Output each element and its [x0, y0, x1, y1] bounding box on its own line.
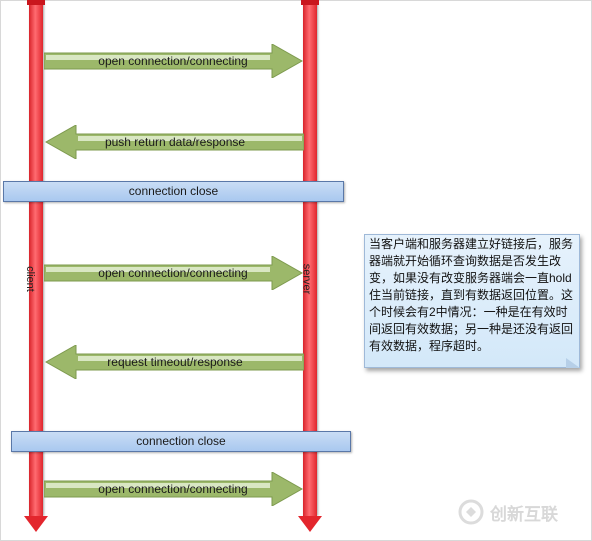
client-label: client	[23, 266, 36, 292]
message-label: push return data/response	[104, 135, 246, 149]
left-arrow-icon	[44, 125, 304, 159]
watermark: 创新互联	[458, 497, 558, 527]
watermark-logo-icon	[458, 499, 484, 525]
connection-close-band-1: connection close	[3, 181, 344, 202]
watermark-text: 创新互联	[490, 504, 558, 524]
message-label: open connection/connecting	[98, 54, 248, 68]
message-label: open connection/connecting	[98, 482, 248, 496]
client-lifeline	[24, 0, 48, 532]
message-label: request timeout/response	[107, 355, 243, 369]
left-arrow-icon	[44, 345, 304, 379]
client-lifeline-arrowhead	[24, 516, 48, 532]
right-arrow-icon	[44, 472, 304, 506]
server-lifeline	[298, 0, 322, 532]
message-arrow-open-connection-2: open connection/connecting	[44, 256, 306, 290]
explanation-note: 当客户端和服务器建立好链接后，服务器端就开始循环查询数据是否发生改变，如果没有改…	[364, 234, 580, 368]
right-arrow-icon	[44, 256, 304, 290]
server-lifeline-arrowhead	[298, 516, 322, 532]
message-arrow-open-connection-1: open connection/connecting	[44, 44, 306, 78]
note-fold-corner	[566, 358, 580, 368]
note-text: 当客户端和服务器建立好链接后，服务器端就开始循环查询数据是否发生改变，如果没有改…	[369, 237, 574, 353]
message-arrow-open-connection-3: open connection/connecting	[44, 472, 306, 506]
right-arrow-icon	[44, 44, 304, 78]
message-arrow-request-timeout: request timeout/response	[42, 345, 304, 379]
message-label: open connection/connecting	[98, 266, 248, 280]
connection-close-band-2: connection close	[11, 431, 351, 452]
message-arrow-push-return: push return data/response	[42, 125, 304, 159]
